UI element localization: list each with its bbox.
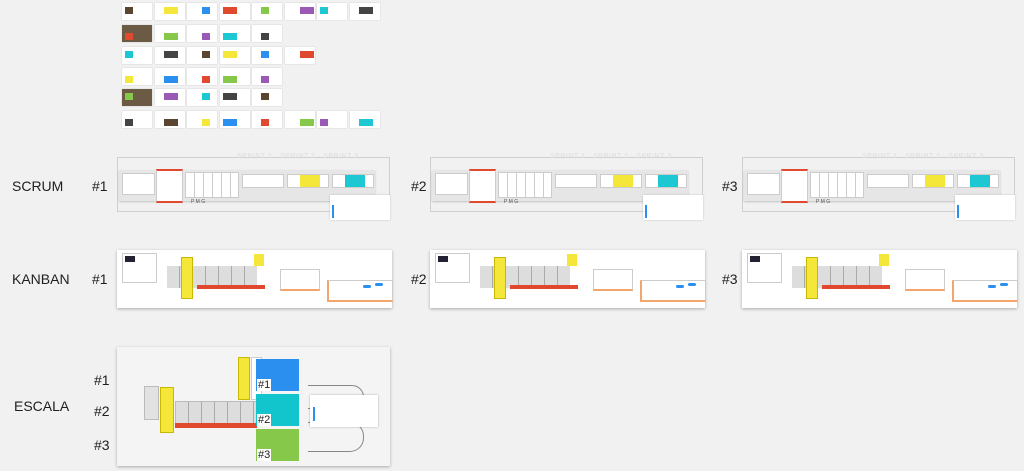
sprint-titles: SPRINT 1 · SPRINT 2 · SPRINT 3: [862, 153, 984, 160]
thumbnail[interactable]: [219, 3, 250, 20]
scrum-board-frame[interactable]: SPRINT 1 · SPRINT 2 · SPRINT 3 P M G: [430, 153, 705, 227]
scrum-board-frame[interactable]: SPRINT 1 · SPRINT 2 · SPRINT 3 P M G: [117, 153, 392, 227]
thumbnail[interactable]: [154, 25, 185, 42]
kanban-instance-3-label: #3: [722, 271, 738, 287]
thumbnail[interactable]: [122, 111, 152, 128]
thumbnail[interactable]: [317, 3, 347, 20]
thumbnail[interactable]: [284, 111, 315, 128]
row-label-escala: ESCALA: [14, 398, 70, 414]
kanban-board-frame[interactable]: [430, 250, 706, 308]
thumbnail[interactable]: [252, 111, 282, 128]
thumbnail[interactable]: [187, 47, 217, 64]
escala-instance-1-label: #1: [94, 372, 110, 388]
pmg-label: P M G: [816, 199, 831, 205]
team-3-label: #3: [257, 449, 272, 461]
thumbnail[interactable]: [122, 25, 152, 42]
frame-outline: [742, 157, 1015, 212]
kanban-instance-2-label: #2: [411, 271, 427, 287]
escala-board-frame[interactable]: #1 #2 #3: [117, 347, 390, 466]
thumbnail[interactable]: [187, 68, 217, 85]
team-3-card[interactable]: #3: [256, 429, 299, 461]
row-label-scrum: SCRUM: [12, 178, 64, 194]
sprint-strip: P M G: [432, 169, 688, 205]
thumbnail[interactable]: [349, 3, 380, 20]
yellow-column: [160, 387, 174, 433]
kanban-instance-1-label: #1: [92, 271, 108, 287]
thumbnail[interactable]: [252, 25, 282, 42]
thumbnail[interactable]: [154, 89, 185, 106]
thumbnail[interactable]: [187, 25, 217, 42]
thumbnail[interactable]: [252, 3, 282, 20]
sprint-titles: SPRINT 1 · SPRINT 2 · SPRINT 3: [550, 153, 672, 160]
pmg-label: P M G: [191, 199, 206, 205]
thumbnail[interactable]: [154, 111, 185, 128]
scrum-instance-2-label: #2: [411, 178, 427, 194]
thumbnail[interactable]: [122, 89, 152, 106]
thumbnail[interactable]: [219, 47, 250, 64]
row-label-kanban: KANBAN: [12, 271, 70, 287]
thumbnail[interactable]: [219, 111, 250, 128]
pmg-label: P M G: [504, 199, 519, 205]
kanban-columns: [175, 401, 257, 424]
backlog-card: [144, 386, 159, 420]
escala-instance-2-label: #2: [94, 403, 110, 419]
sprint-titles: SPRINT 1 · SPRINT 2 · SPRINT 3: [237, 153, 359, 160]
thumbnail[interactable]: [317, 111, 347, 128]
scrum-instance-1-label: #1: [92, 178, 108, 194]
frame-outline: [430, 157, 703, 212]
scrum-instance-3-label: #3: [722, 178, 738, 194]
red-bar: [175, 423, 257, 428]
team-2-label: #2: [257, 414, 272, 426]
thumbnail[interactable]: [252, 89, 282, 106]
thumbnail[interactable]: [122, 68, 152, 85]
thumbnail[interactable]: [349, 111, 380, 128]
thumbnail[interactable]: [284, 3, 315, 20]
release-card: [310, 395, 378, 427]
thumbnail[interactable]: [252, 68, 282, 85]
thumbnail[interactable]: [187, 89, 217, 106]
frame-outline: [117, 157, 390, 212]
yellow-stack: [238, 357, 250, 400]
thumbnail[interactable]: [219, 89, 250, 106]
thumbnail[interactable]: [252, 47, 282, 64]
escala-instance-3-label: #3: [94, 437, 110, 453]
kanban-board-frame[interactable]: [742, 250, 1018, 308]
team-2-card[interactable]: #2: [256, 394, 299, 426]
scrum-board-frame[interactable]: SPRINT 1 · SPRINT 2 · SPRINT 3 P M G: [742, 153, 1017, 227]
thumbnail[interactable]: [122, 47, 152, 64]
thumbnail[interactable]: [219, 68, 250, 85]
sprint-strip: P M G: [744, 169, 1000, 205]
thumbnail[interactable]: [122, 3, 152, 20]
kanban-board-frame[interactable]: [117, 250, 393, 308]
thumbnail[interactable]: [219, 25, 250, 42]
thumbnail[interactable]: [187, 111, 217, 128]
team-1-card[interactable]: #1: [256, 359, 299, 391]
team-1-label: #1: [257, 379, 272, 391]
thumbnail[interactable]: [154, 47, 185, 64]
thumbnail[interactable]: [187, 3, 217, 20]
thumbnail[interactable]: [284, 47, 315, 64]
thumbnail[interactable]: [154, 68, 185, 85]
thumbnail[interactable]: [154, 3, 185, 20]
